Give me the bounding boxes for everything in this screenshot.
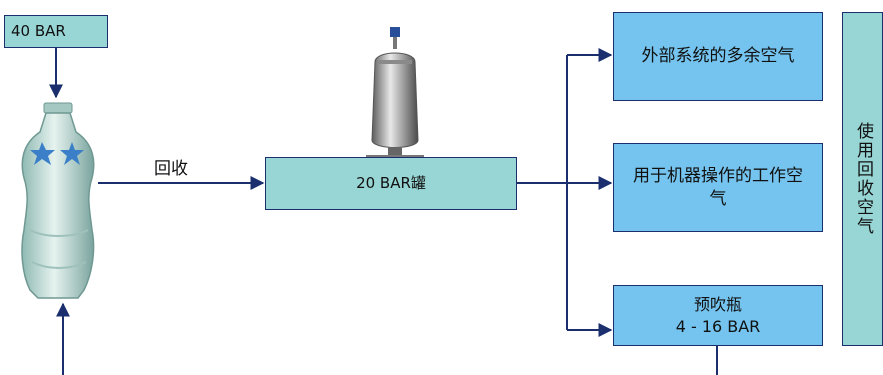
tank-box: 20 BAR罐 <box>265 157 517 210</box>
output-box-working-air: 用于机器操作的工作空气 <box>613 143 823 232</box>
tank-label: 20 BAR罐 <box>356 174 426 193</box>
output-label-excess-air: 外部系统的多余空气 <box>641 46 795 67</box>
output-label-working-air: 用于机器操作的工作空气 <box>633 165 803 209</box>
output-label-preblow: 预吹瓶 <box>693 294 742 314</box>
pressure-tank-icon <box>366 27 424 157</box>
pet-bottle-icon <box>21 102 95 299</box>
output-label-preblow-pressure: 4 - 16 BAR <box>675 316 761 336</box>
output-box-excess-air: 外部系统的多余空气 <box>613 12 823 101</box>
input-pressure-label: 40 BAR <box>11 22 66 41</box>
side-label: 使用回收空气 <box>852 122 873 236</box>
output-box-preblow: 预吹瓶 4 - 16 BAR <box>613 285 823 346</box>
recovered-air-side-box: 使用回收空气 <box>842 12 883 346</box>
input-pressure-box: 40 BAR <box>4 15 108 48</box>
recycle-label: 回收 <box>154 159 188 179</box>
